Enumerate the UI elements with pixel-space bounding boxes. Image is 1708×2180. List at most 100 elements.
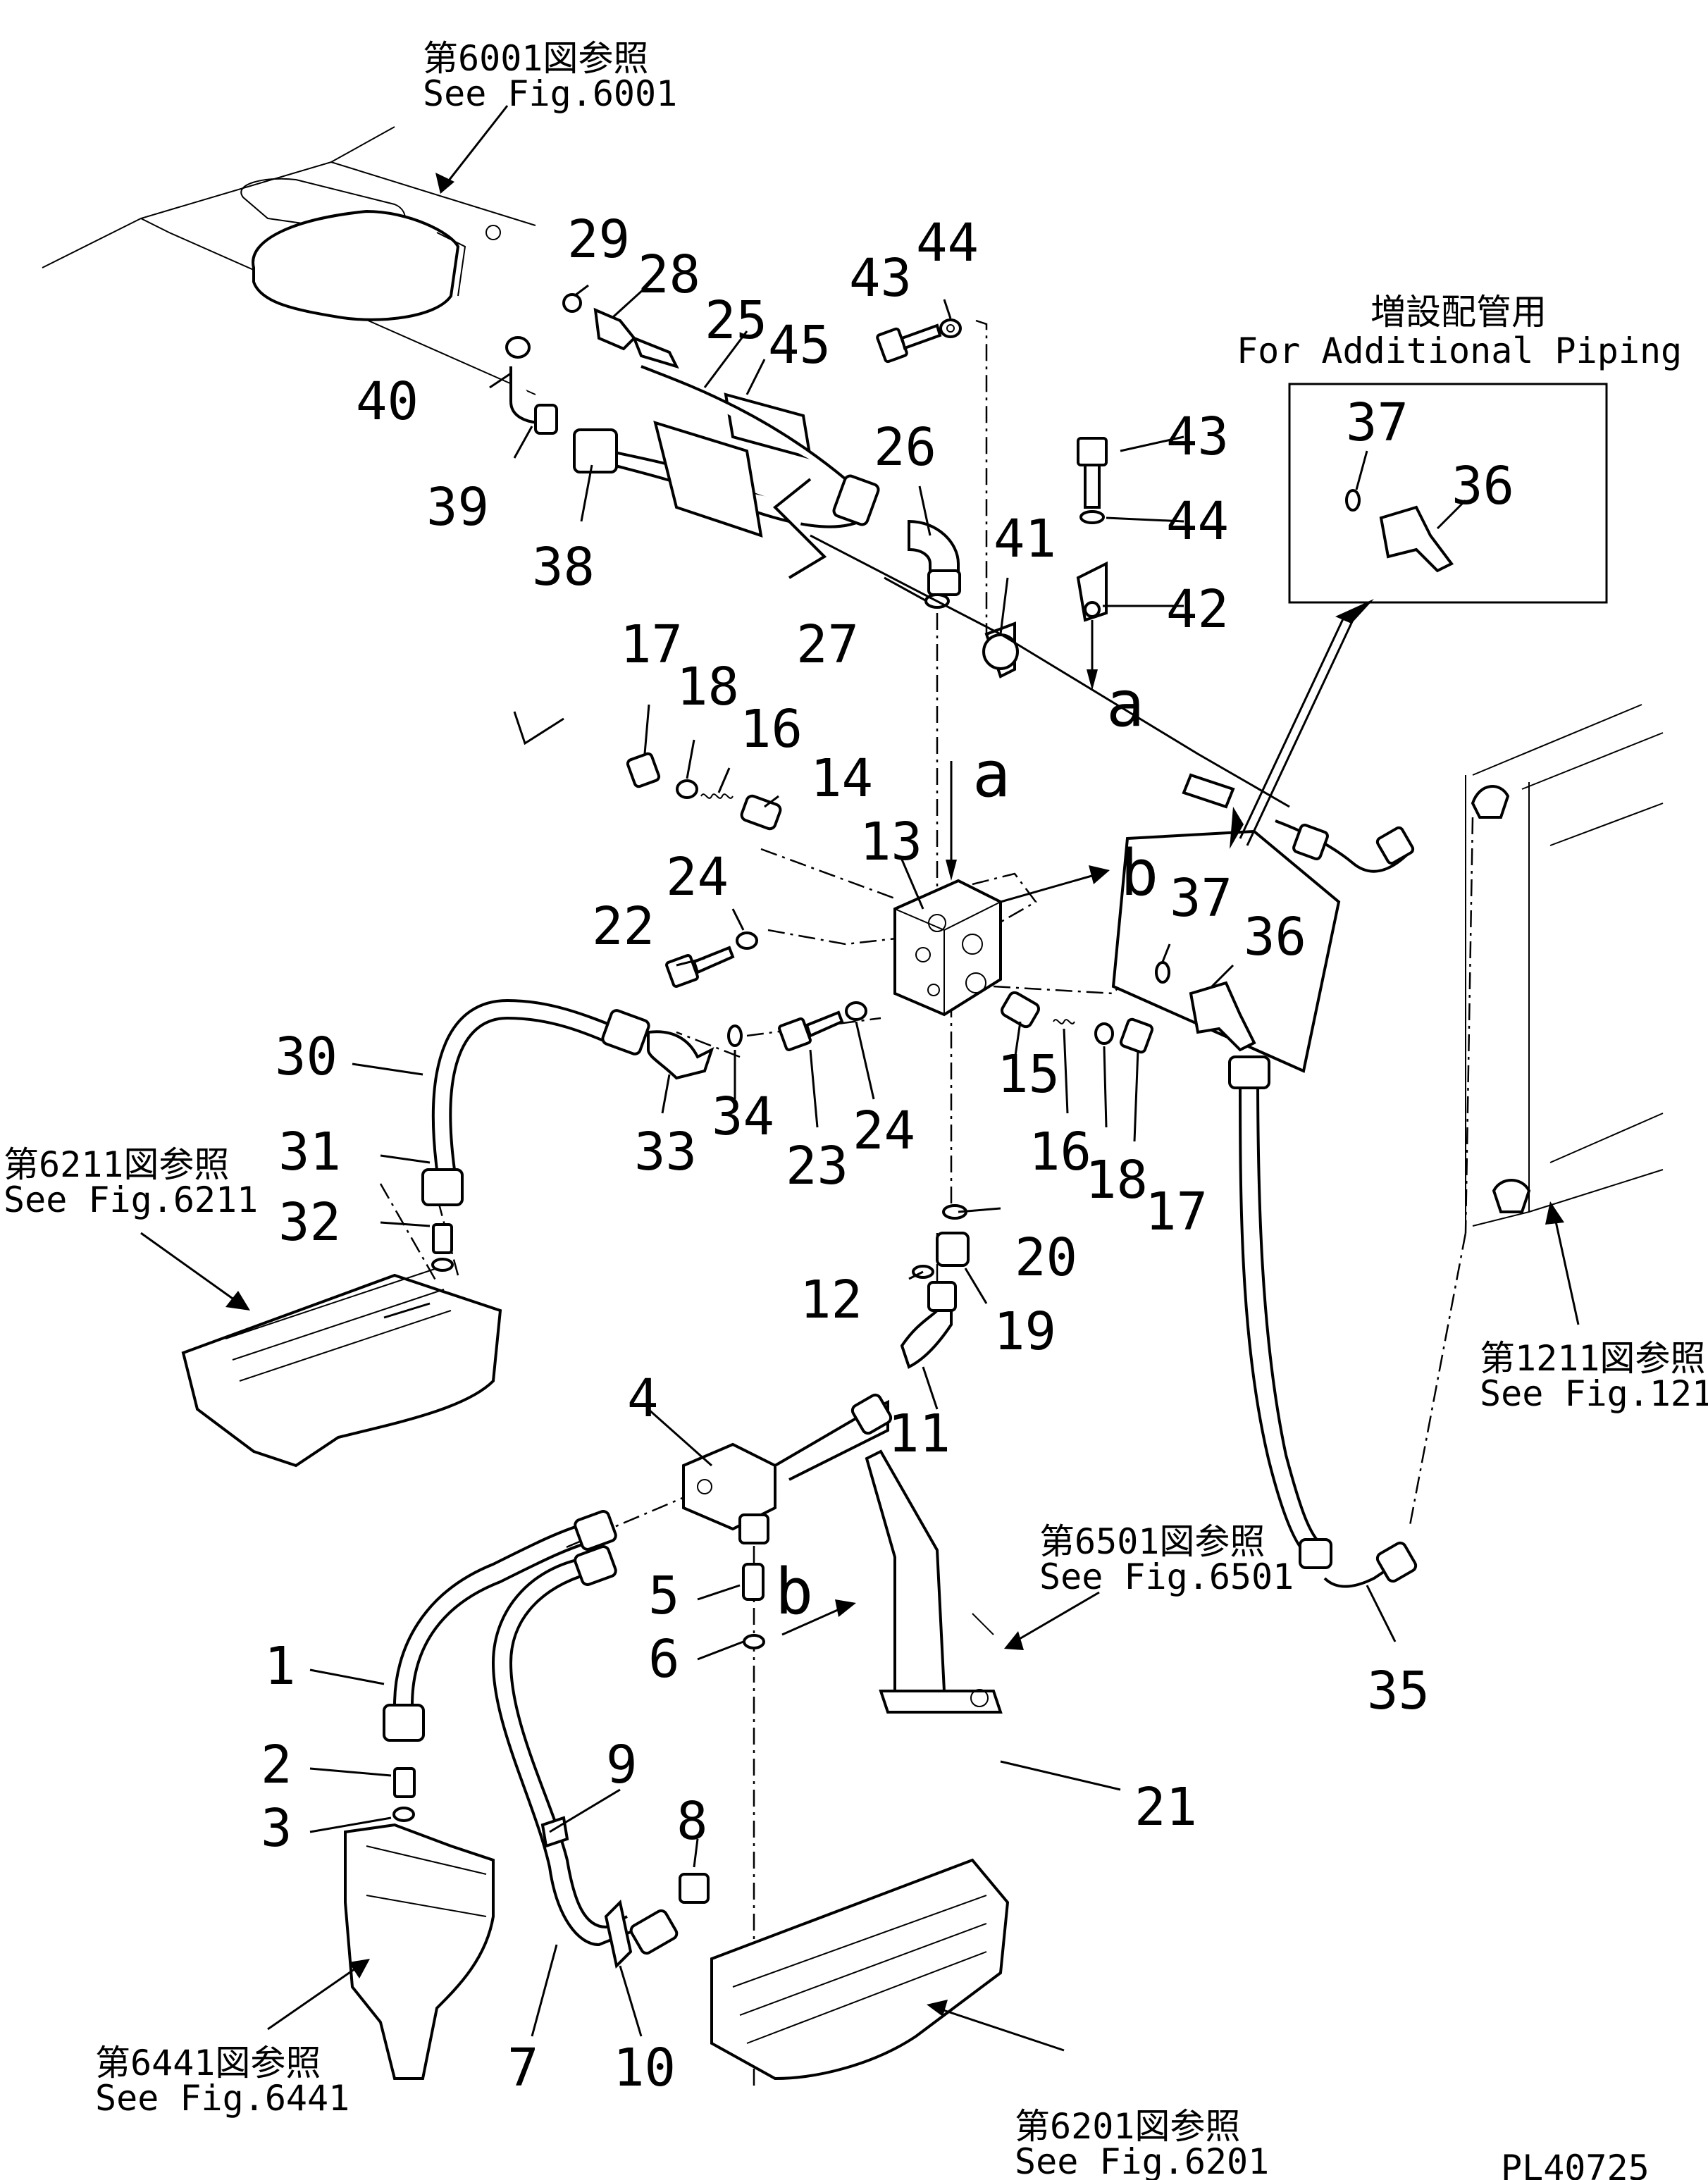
- part-label-35: 35: [1367, 1661, 1430, 1721]
- part-label-1: 1: [264, 1636, 296, 1697]
- bolt-22: [665, 931, 758, 988]
- fittings-top-left: [505, 293, 679, 435]
- part-label-31: 31: [278, 1122, 341, 1182]
- part-label-20: 20: [1015, 1227, 1077, 1288]
- additional-piping-inset: [1111, 383, 1608, 1073]
- part-label-33: 33: [634, 1122, 697, 1182]
- control-valve-left: [181, 1268, 502, 1468]
- tee-block-4: [682, 1393, 893, 1544]
- hose-30: [421, 998, 650, 1272]
- part-label-30: 30: [275, 1027, 338, 1087]
- ref-fig6501-jp: 第6501図参照: [1039, 1521, 1265, 1562]
- part-label-11: 11: [888, 1404, 951, 1464]
- ref-fig6441: 第6441図参照 See Fig.6441: [95, 2043, 349, 2119]
- ref-fig6001-jp: 第6001図参照: [423, 38, 648, 79]
- part-label-16b: 16: [1029, 1122, 1091, 1182]
- pump-left: [344, 1823, 495, 2080]
- hose-assembly-38: [573, 365, 880, 579]
- part-label-21: 21: [1134, 1777, 1197, 1838]
- part-label-24b: 24: [853, 1101, 915, 1161]
- ref-additional-en: For Additional Piping: [1237, 330, 1682, 371]
- part-label-36: 36: [1452, 456, 1514, 516]
- part-label-39: 39: [426, 477, 489, 538]
- relief-parts-left: [626, 752, 782, 831]
- ref-fig6201-en: See Fig.6201: [1015, 2141, 1269, 2180]
- ref-fig6501: 第6501図参照 See Fig.6501: [1039, 1521, 1294, 1597]
- control-valve-bottom: [710, 1858, 1010, 2081]
- part-label-37: 37: [1346, 392, 1409, 453]
- part-label-8: 8: [676, 1791, 708, 1852]
- part-label-44: 44: [916, 213, 979, 273]
- part-label-32: 32: [278, 1192, 341, 1253]
- ref-fig6441-en: See Fig.6441: [95, 2078, 349, 2119]
- part-label-16: 16: [740, 699, 803, 760]
- valve-block-13: [893, 879, 1002, 1017]
- part-label-37b: 37: [1170, 868, 1232, 929]
- elbow-11: [900, 1204, 970, 1369]
- part-label-19: 19: [994, 1301, 1056, 1362]
- ref-fig6211-jp: 第6211図参照: [4, 1144, 229, 1185]
- ref-additional: 増設配管用 For Additional Piping: [1237, 292, 1682, 371]
- adapter-5: [742, 1563, 765, 1649]
- part-label-34: 34: [712, 1086, 774, 1147]
- ref-fig6001-en: See Fig.6001: [423, 73, 677, 114]
- view-marker-a-upper: a: [1106, 667, 1144, 741]
- ref-fig1211-en: See Fig.1211: [1480, 1373, 1708, 1414]
- part-label-38: 38: [532, 537, 595, 597]
- part-label-44b: 44: [1166, 491, 1229, 552]
- part-label-29: 29: [567, 209, 630, 270]
- part-label-25: 25: [705, 290, 767, 351]
- elbow-26: [908, 519, 961, 609]
- view-marker-b-lower: b: [775, 1555, 813, 1629]
- part-label-18b: 18: [1085, 1150, 1148, 1210]
- bolt-23: [778, 1001, 867, 1051]
- part-label-5: 5: [648, 1566, 680, 1626]
- hose-7: [491, 1545, 710, 1969]
- part-label-23: 23: [786, 1136, 848, 1196]
- part-label-6: 6: [648, 1629, 680, 1690]
- part-label-22: 22: [592, 896, 655, 957]
- clamp-set-right: [1076, 437, 1108, 690]
- part-number-labels: 1 2 3 4 5 6 7 8 9 10 11 12 13 14 15 16 1…: [261, 209, 1514, 2098]
- ref-fig1211-jp: 第1211図参照: [1480, 1338, 1705, 1379]
- ref-fig6001: 第6001図参照 See Fig.6001: [423, 38, 677, 114]
- part-label-24: 24: [666, 847, 729, 908]
- long-pipe: [810, 534, 1415, 873]
- elbow-33: [647, 1024, 743, 1080]
- ref-fig6211: 第6211図参照 See Fig.6211: [4, 1144, 258, 1220]
- part-label-36b: 36: [1244, 907, 1306, 967]
- part-label-43: 43: [849, 248, 912, 309]
- part-label-28: 28: [638, 244, 700, 305]
- part-label-18: 18: [676, 657, 739, 717]
- part-label-4: 4: [627, 1368, 659, 1429]
- upper-structure: [42, 126, 536, 395]
- ref-additional-jp: 増設配管用: [1370, 292, 1547, 333]
- ref-fig6201-jp: 第6201図参照: [1015, 2106, 1240, 2147]
- view-marker-a-lower: a: [972, 738, 1010, 812]
- ref-fig6201: 第6201図参照 See Fig.6201: [1015, 2106, 1269, 2180]
- bracket-21: [865, 1449, 1003, 1714]
- hose-35: [1228, 1055, 1418, 1588]
- part-label-3: 3: [261, 1798, 292, 1859]
- part-label-9: 9: [606, 1735, 638, 1795]
- ref-fig6441-jp: 第6441図参照: [95, 2043, 321, 2083]
- part-label-17: 17: [620, 614, 683, 675]
- part-label-26: 26: [874, 417, 936, 478]
- part-label-41: 41: [994, 509, 1056, 569]
- view-marker-b-upper: b: [1120, 836, 1158, 910]
- ref-fig6211-en: See Fig.6211: [4, 1179, 258, 1220]
- ref-fig1211: 第1211図参照 See Fig.1211: [1480, 1338, 1708, 1414]
- relief-parts-right: [1001, 991, 1154, 1054]
- ref-fig6501-en: See Fig.6501: [1039, 1556, 1294, 1597]
- part-label-17b: 17: [1145, 1182, 1208, 1242]
- part-label-43b: 43: [1166, 407, 1229, 467]
- part-label-45: 45: [768, 315, 831, 376]
- part-label-40: 40: [356, 371, 419, 432]
- bolt-43-top: [876, 318, 962, 364]
- part-label-15: 15: [997, 1044, 1060, 1105]
- part-label-2: 2: [261, 1735, 292, 1795]
- part-label-27: 27: [796, 614, 859, 675]
- part-label-14: 14: [810, 748, 873, 809]
- part-label-10: 10: [613, 2038, 676, 2098]
- part-label-42: 42: [1166, 579, 1229, 640]
